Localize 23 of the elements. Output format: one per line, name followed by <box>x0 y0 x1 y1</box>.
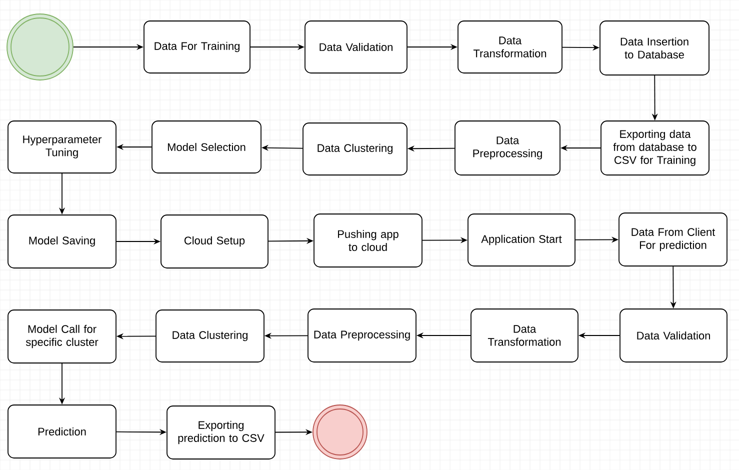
process-box: Data Clustering <box>156 310 264 362</box>
process-box: Data For Training <box>144 20 250 74</box>
process-box: Data Insertion to Database <box>600 20 710 76</box>
process-box: Data Validation <box>620 308 728 362</box>
process-box: Model Call for specific cluster <box>8 310 116 364</box>
process-box: Data Transformation <box>470 308 578 362</box>
start-circle <box>6 14 74 80</box>
process-box: Model Selection <box>152 120 262 174</box>
process-box: Exporting data from database to CSV for Training <box>600 120 710 176</box>
process-box: Data Preprocessing <box>454 120 560 176</box>
process-box: Hyperparameter Tuning <box>8 120 116 174</box>
process-box: Data Transformation <box>458 20 562 74</box>
process-box: Data Clustering <box>302 122 408 176</box>
process-box: Prediction <box>8 404 116 458</box>
process-box: Model Saving <box>8 214 116 268</box>
end-circle <box>312 404 368 460</box>
process-box: Application Start <box>468 214 576 266</box>
process-box: Data Preprocessing <box>308 308 416 362</box>
process-box: Pushing app to cloud <box>314 214 422 268</box>
process-box: Data From Client For prediction <box>618 212 728 266</box>
process-box: Exporting prediction to CSV <box>166 406 276 460</box>
process-box: Data Validation <box>304 20 408 74</box>
process-box: Cloud Setup <box>160 214 268 268</box>
